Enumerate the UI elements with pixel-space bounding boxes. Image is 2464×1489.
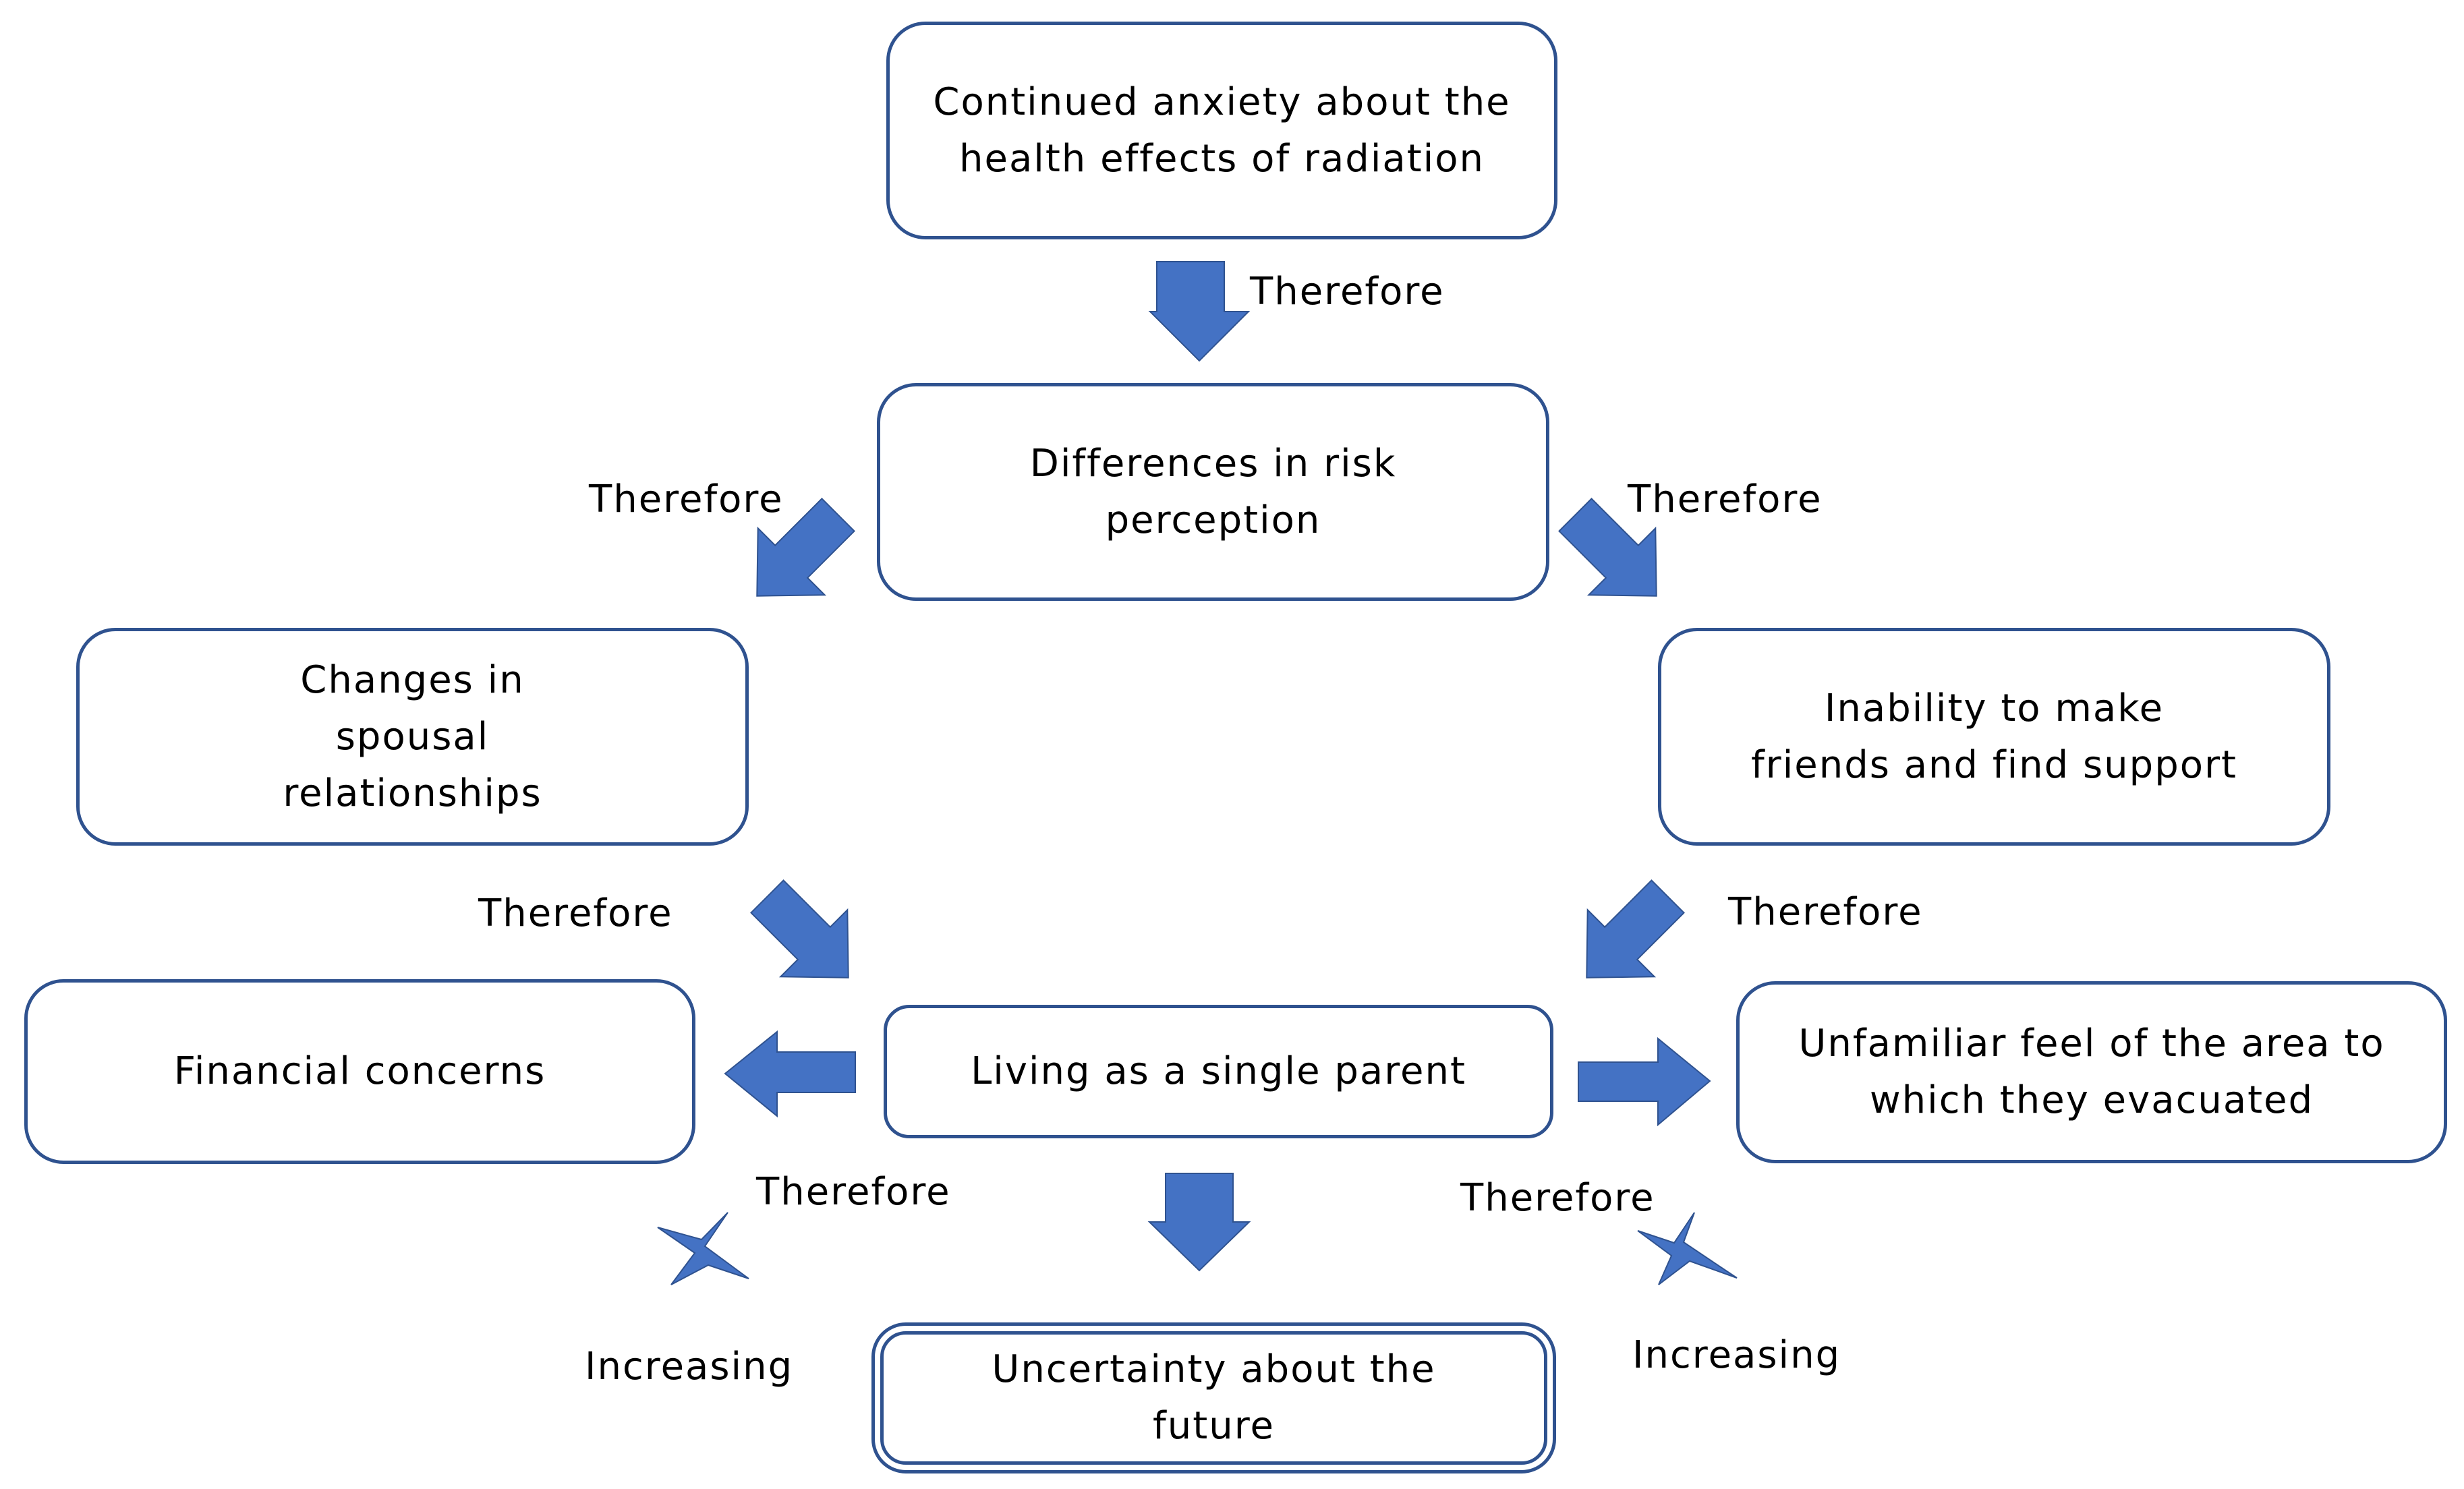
node-unfamiliar: Unfamiliar feel of the area to which the… (1736, 981, 2447, 1163)
label-therefore-7: Therefore (1460, 1176, 1655, 1220)
label-therefore-5: Therefore (1728, 890, 1923, 934)
label-increasing-left: Increasing (585, 1345, 794, 1389)
node-anxiety-text: Continued anxiety about the health effec… (933, 80, 1511, 181)
arrow-down-left-2 (1586, 879, 1685, 979)
node-spousal-text: Changes in spousal relationships (283, 658, 542, 815)
label-therefore-4: Therefore (478, 892, 673, 935)
arrow-down-1 (1148, 261, 1251, 362)
node-risk-perception-text: Differences in risk perception (1029, 441, 1397, 542)
node-spousal: Changes in spousal relationships (76, 628, 749, 846)
arrow-left (724, 1030, 856, 1118)
arrow-down-right-2 (750, 879, 849, 979)
node-friends: Inability to make friends and find suppo… (1658, 628, 2330, 846)
node-friends-text: Inability to make friends and find suppo… (1750, 686, 2238, 787)
label-therefore-3: Therefore (1628, 477, 1823, 521)
node-uncertainty-text: Uncertainty about the future (992, 1347, 1436, 1448)
label-therefore-2: Therefore (589, 477, 784, 521)
node-risk-perception: Differences in risk perception (877, 383, 1549, 601)
arrow-down-left-1 (756, 498, 855, 597)
label-therefore-1: Therefore (1250, 270, 1445, 314)
label-increasing-right: Increasing (1632, 1333, 1841, 1377)
node-uncertainty: Uncertainty about the future (871, 1322, 1556, 1473)
arrow-right (1578, 1037, 1711, 1127)
node-single-parent: Living as a single parent (884, 1005, 1553, 1138)
label-therefore-6: Therefore (756, 1170, 951, 1214)
node-financial-text: Financial concerns (173, 1049, 546, 1093)
star-left-icon (657, 1212, 749, 1285)
node-single-parent-text: Living as a single parent (971, 1049, 1466, 1093)
node-unfamiliar-text: Unfamiliar feel of the area to which the… (1798, 1022, 2385, 1122)
arrow-down-2 (1147, 1173, 1251, 1272)
node-anxiety: Continued anxiety about the health effec… (886, 22, 1557, 239)
node-financial: Financial concerns (24, 979, 695, 1164)
star-right-icon (1637, 1212, 1738, 1285)
arrow-down-right-1 (1558, 498, 1657, 597)
